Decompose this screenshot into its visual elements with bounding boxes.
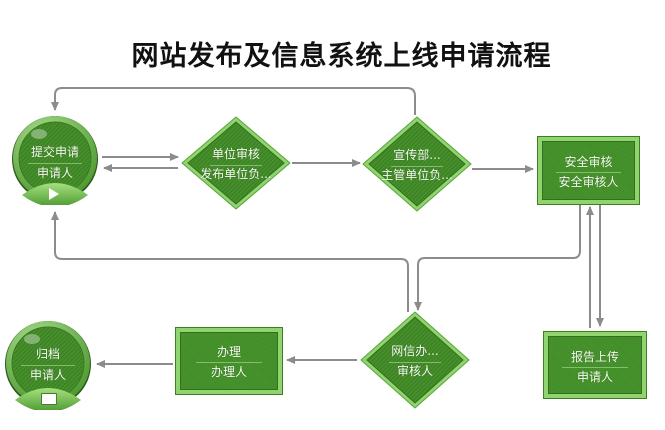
node-title: 单位审核 <box>211 147 260 161</box>
play-icon[interactable] <box>49 188 59 200</box>
node-role: 发布单位负... <box>200 167 272 181</box>
node-title: 宣传部... <box>393 148 441 162</box>
node-title: 提交申请 <box>30 145 79 159</box>
node-role: 主管单位负... <box>381 168 453 182</box>
task-node-report-upload[interactable]: 报告上传 申请人 <box>543 331 647 399</box>
decision-node-publicity[interactable]: 宣传部... 主管单位负... <box>361 115 473 213</box>
page-title: 网站发布及信息系统上线申请流程 <box>131 41 552 72</box>
node-role: 申请人 <box>29 368 66 382</box>
start-node-submit[interactable]: 提交申请 申请人 <box>12 115 98 205</box>
node-title: 办理 <box>216 345 241 359</box>
task-node-handle[interactable]: 办理 办理人 <box>175 327 283 395</box>
node-title: 网信办... <box>391 344 439 358</box>
node-role: 申请人 <box>36 166 73 180</box>
end-node-archive[interactable]: 归档 申请人 <box>5 320 91 410</box>
decision-node-unit-review[interactable]: 单位审核 发布单位负... <box>180 115 292 211</box>
node-title: 归档 <box>35 347 60 361</box>
edge-security-to-cac <box>414 205 581 311</box>
edge-cac-to-submit <box>51 211 409 312</box>
node-role: 安全审核人 <box>558 175 619 189</box>
node-role: 申请人 <box>576 370 613 384</box>
task-node-security-review[interactable]: 安全审核 安全审核人 <box>537 136 640 205</box>
node-title: 安全审核 <box>564 155 613 169</box>
edge-publicity-to-submit <box>51 87 416 115</box>
node-role: 办理人 <box>210 365 247 379</box>
node-role: 审核人 <box>396 364 433 378</box>
node-title: 报告上传 <box>570 350 619 364</box>
decision-node-cac-review[interactable]: 网信办... 审核人 <box>359 310 471 410</box>
stop-icon[interactable] <box>41 393 57 405</box>
